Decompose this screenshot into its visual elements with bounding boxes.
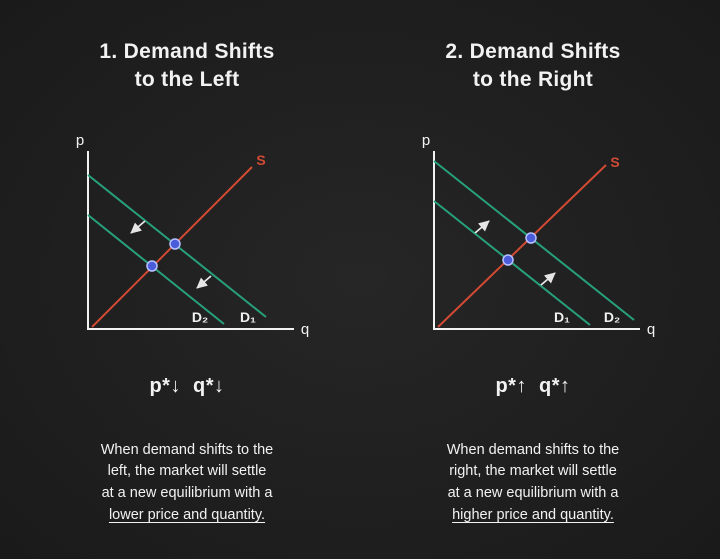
left-caption: When demand shifts to the left, the mark… bbox=[62, 440, 312, 527]
left-caption-underline: lower price and quantity. bbox=[108, 506, 266, 523]
right-title-line1: 2. Demand Shifts bbox=[445, 40, 621, 63]
y-axis-label: p bbox=[422, 132, 430, 149]
equilibrium-point-old bbox=[502, 253, 514, 266]
right-title-line2: to the Right bbox=[472, 68, 594, 92]
left-caption-line3: at a new equilibrium with a bbox=[101, 485, 273, 502]
equilibrium-point-old bbox=[169, 237, 181, 250]
demand-outer-label: D₁ bbox=[240, 309, 256, 325]
left-title-line1: 1. Demand Shifts bbox=[99, 40, 275, 63]
right-panel-title: 2. Demand Shifts to the Right bbox=[445, 38, 620, 95]
supply-curve bbox=[437, 163, 607, 328]
diagram-container: 1. Demand Shifts to the Left p q bbox=[37, 38, 683, 527]
equilibrium-point-new bbox=[525, 231, 537, 244]
right-caption-line1: When demand shifts to the bbox=[446, 441, 620, 458]
left-caption-line2: left, the market will settle bbox=[107, 463, 267, 480]
left-panel-title: 1. Demand Shifts to the Left bbox=[99, 38, 274, 95]
supply-label: S bbox=[256, 152, 265, 168]
x-axis-label: q bbox=[301, 321, 309, 338]
left-result: p*↓ q*↓ bbox=[149, 374, 225, 397]
left-panel: 1. Demand Shifts to the Left p q bbox=[37, 38, 337, 527]
demand-inner-label: D₁ bbox=[554, 309, 570, 325]
demand-outer-label: D₂ bbox=[604, 309, 620, 325]
y-axis-label: p bbox=[76, 132, 84, 149]
right-caption-line2: right, the market will settle bbox=[449, 463, 617, 480]
x-axis-label: q bbox=[647, 321, 655, 338]
supply-demand-chart-left: p q S D₂ D₁ bbox=[76, 132, 309, 338]
right-chart: p q S D₁ D₂ bbox=[398, 125, 668, 365]
right-caption: When demand shifts to the right, the mar… bbox=[408, 440, 658, 527]
axes bbox=[87, 150, 294, 330]
right-caption-line3: at a new equilibrium with a bbox=[447, 485, 619, 502]
left-title-line2: to the Left bbox=[134, 68, 240, 92]
shift-arrow-lower bbox=[196, 275, 212, 289]
right-result: p*↑ q*↑ bbox=[495, 374, 571, 397]
shift-arrow-upper bbox=[130, 220, 146, 234]
left-chart: p q S D₂ D₁ bbox=[52, 125, 322, 365]
shift-arrow-lower bbox=[540, 272, 556, 286]
supply-label: S bbox=[610, 154, 619, 170]
shift-arrow-upper bbox=[474, 220, 490, 234]
left-caption-line1: When demand shifts to the bbox=[100, 441, 274, 458]
demand-inner-label: D₂ bbox=[192, 309, 208, 325]
right-caption-underline: higher price and quantity. bbox=[452, 506, 614, 523]
equilibrium-point-new bbox=[146, 259, 158, 272]
right-panel: 2. Demand Shifts to the Right p q S D₁ D… bbox=[383, 38, 683, 527]
axes bbox=[433, 150, 640, 330]
supply-demand-chart-right: p q S D₁ D₂ bbox=[422, 132, 655, 338]
